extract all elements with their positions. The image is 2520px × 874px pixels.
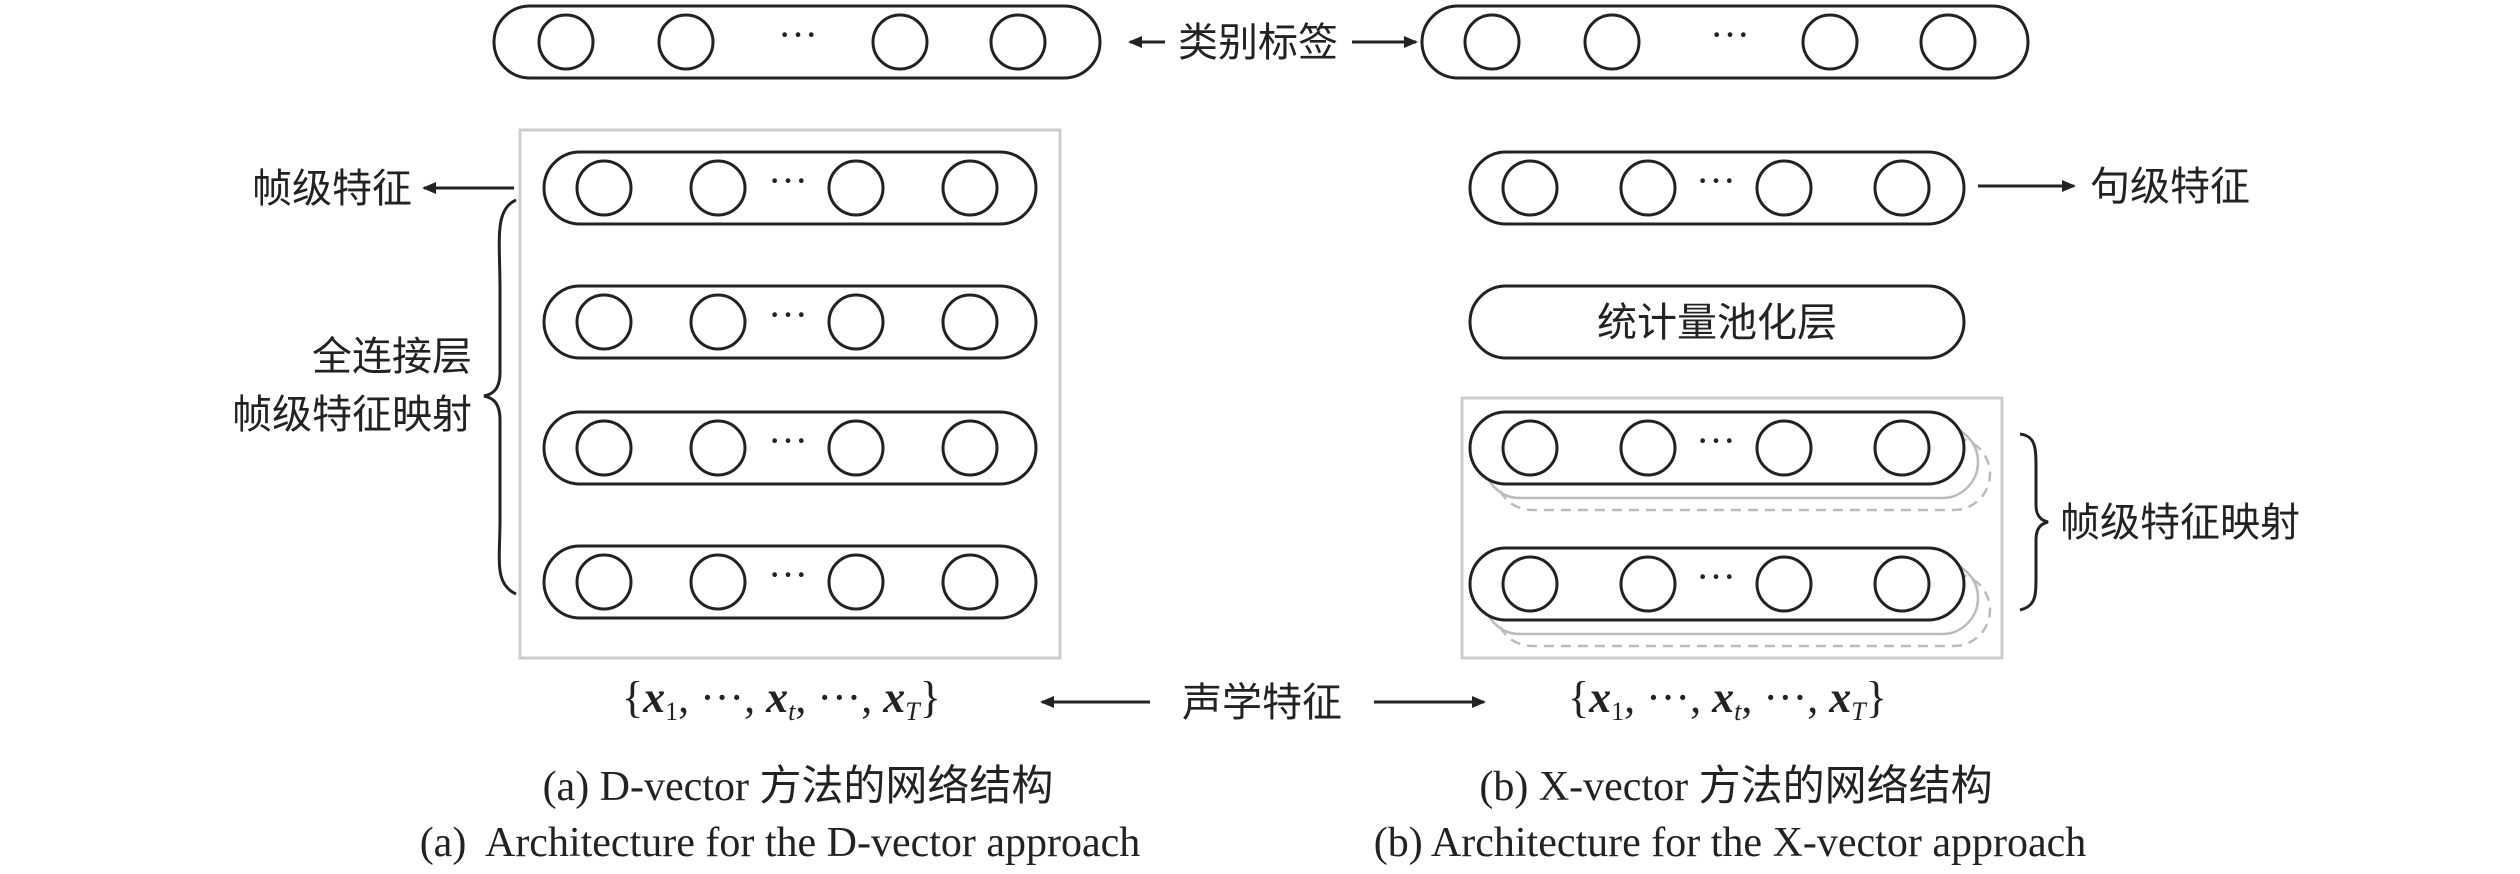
caption-b-en: (b) Architecture for the X-vector approa… bbox=[1374, 820, 2086, 866]
xvector-frame-mapping-label: 帧级特征映射 bbox=[2060, 500, 2300, 546]
xvector-frame-layer: ··· bbox=[1468, 410, 1966, 486]
ellipsis: ··· bbox=[1696, 158, 1736, 203]
caption-a-cn: (a) D-vector 方法的网络结构 bbox=[543, 763, 1054, 810]
dvector-output-layer: ··· bbox=[492, 4, 1102, 80]
svg-text:{x1, ···, xt, ···, xT}: {x1, ···, xt, ···, xT} bbox=[622, 673, 941, 726]
dvector-layer: ··· bbox=[542, 410, 1038, 486]
xvector-output-layer: ··· bbox=[1420, 4, 2030, 80]
dvector-layer: ··· bbox=[542, 284, 1038, 360]
acoustic-feature-label: 声学特征 bbox=[1182, 680, 1342, 726]
sentence-layer: ··· bbox=[1468, 150, 1966, 226]
ellipsis: ··· bbox=[1696, 418, 1736, 463]
stat-pooling-layer: 统计量池化层 bbox=[1468, 284, 1966, 360]
ellipsis: ··· bbox=[778, 12, 818, 57]
ellipsis: ··· bbox=[1696, 554, 1736, 599]
dvector-layer: ··· bbox=[542, 544, 1038, 620]
ellipsis: ··· bbox=[768, 418, 808, 463]
sentence-feature-label: 句级特征 bbox=[2090, 164, 2250, 210]
frame-feature-label: 帧级特征 bbox=[252, 166, 412, 212]
ellipsis: ··· bbox=[1710, 12, 1750, 57]
xvector-frame-box bbox=[1460, 396, 2004, 660]
class-label-text: 类别标签 bbox=[1178, 20, 1338, 66]
xvector-brace bbox=[2019, 432, 2049, 612]
fc-layer-label: 全连接层 bbox=[312, 334, 472, 380]
frame-mapping-label: 帧级特征映射 bbox=[232, 392, 472, 438]
ellipsis: ··· bbox=[768, 292, 808, 337]
dvector-layer: ··· bbox=[542, 150, 1038, 226]
caption-b-cn: (b) X-vector 方法的网络结构 bbox=[1479, 763, 1992, 810]
ellipsis: ··· bbox=[768, 158, 808, 203]
caption-a-en: (a) Architecture for the D-vector approa… bbox=[420, 820, 1141, 866]
svg-text:{x1, ···, xt, ···, xT}: {x1, ···, xt, ···, xT} bbox=[1568, 673, 1887, 726]
dvector-input-sequence: {x1, ···, xt, ···, xT} bbox=[622, 673, 941, 726]
dvector-frame-box bbox=[518, 128, 1062, 660]
xvector-input-sequence: {x1, ···, xt, ···, xT} bbox=[1568, 673, 1887, 726]
stat-pooling-label: 统计量池化层 bbox=[1597, 300, 1837, 346]
dvector-brace bbox=[483, 198, 517, 596]
xvector-frame-layer: ··· bbox=[1468, 546, 1966, 622]
ellipsis: ··· bbox=[768, 552, 808, 597]
